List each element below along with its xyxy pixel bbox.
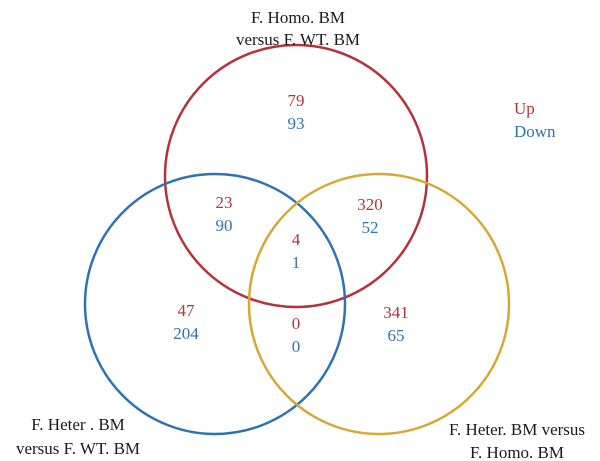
set-circle-left (83, 172, 347, 436)
region-center-down: 1 (292, 253, 301, 272)
region-top-left-up: 23 (216, 193, 233, 212)
set-label-top-line1: F. Homo. BM (251, 8, 345, 27)
set-label-left-line2: versus F. WT. BM (16, 439, 140, 458)
set-label-top-line2: versus F. WT. BM (236, 30, 360, 49)
set-label-right-line1: F. Heter. BM versus (449, 420, 585, 439)
set-circle-top (163, 43, 429, 309)
region-top-right-down: 52 (362, 218, 379, 237)
set-label-left-line1: F. Heter . BM (31, 415, 125, 434)
region-center-up: 4 (292, 230, 301, 249)
set-label-right-line2: F. Homo. BM (470, 443, 564, 461)
region-top-right-up: 320 (357, 195, 383, 214)
region-right-only-down: 65 (388, 326, 405, 345)
region-top-only-down: 93 (288, 114, 305, 133)
region-left-only-up: 47 (178, 301, 196, 320)
set-circle-right (247, 172, 511, 436)
region-top-only-up: 79 (288, 91, 305, 110)
region-left-only-down: 204 (173, 324, 199, 343)
region-right-only-up: 341 (383, 303, 409, 322)
region-left-right-down: 0 (292, 337, 301, 356)
region-left-right-up: 0 (292, 314, 301, 333)
legend-down: Down (514, 122, 556, 141)
legend-up: Up (514, 99, 535, 118)
region-top-left-down: 90 (216, 216, 233, 235)
